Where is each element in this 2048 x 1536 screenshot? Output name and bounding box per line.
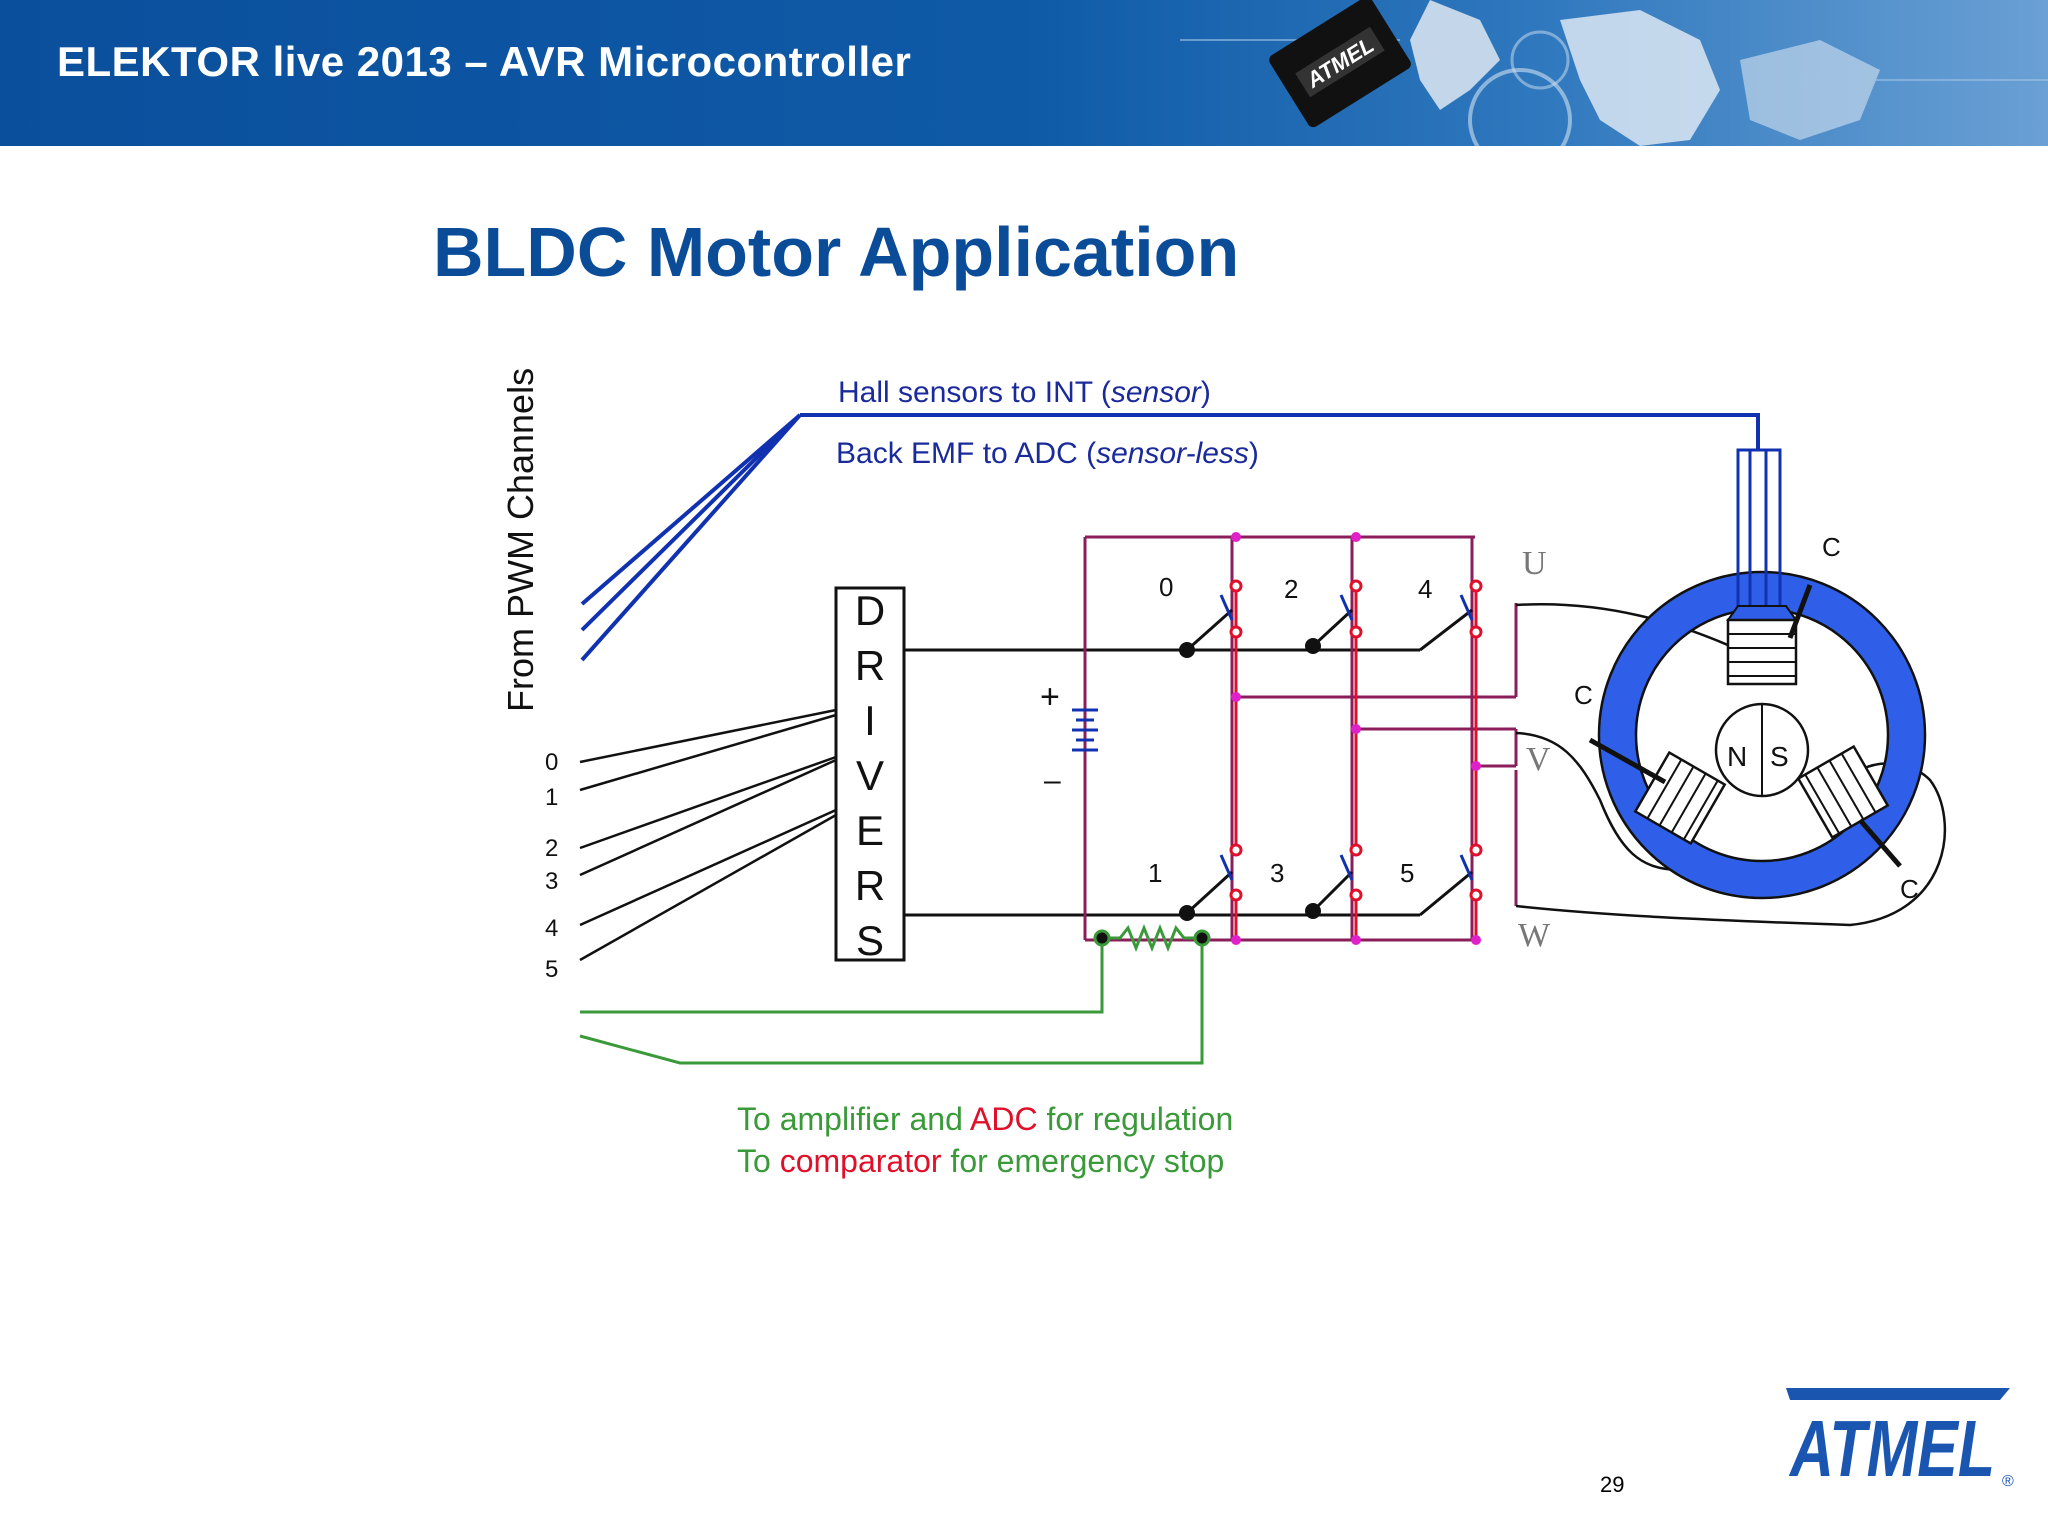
- atmel-registered: ®: [2002, 1473, 2014, 1490]
- battery-minus: –: [1044, 764, 1061, 797]
- switch-contacts: [1229, 579, 1483, 902]
- drivers-letter: R: [855, 862, 885, 909]
- switch-number: 2: [1284, 574, 1298, 604]
- phase-label: W: [1518, 917, 1551, 954]
- back-emf-label: Back EMF to ADC (sensor-less): [836, 437, 1259, 470]
- switch-number: 3: [1270, 858, 1284, 888]
- motor-icon: N S: [1574, 448, 1927, 904]
- pwm-number: 0: [545, 749, 558, 776]
- pwm-number: 3: [545, 868, 558, 895]
- switch-number: 4: [1418, 574, 1432, 604]
- coil-left: [1633, 750, 1727, 846]
- sensor-wires: [580, 413, 1760, 662]
- switch-number: 1: [1148, 858, 1162, 888]
- atmel-logo-text: ATMEL: [1788, 1404, 1995, 1493]
- pwm-number: 1: [545, 784, 558, 811]
- green-label-2: To comparator for emergency stop: [737, 1143, 1224, 1179]
- sense-wires: [579, 945, 1204, 1065]
- atmel-logo: ATMEL ®: [1786, 1388, 2014, 1493]
- junction-dots: [1231, 532, 1481, 945]
- hall-sensors-label: Hall sensors to INT (sensor): [838, 376, 1211, 409]
- chip-icon: ATMEL: [1269, 0, 1411, 128]
- drivers-letter: S: [856, 917, 884, 964]
- coil-label: C: [1900, 874, 1919, 904]
- switch-number: 0: [1159, 572, 1173, 602]
- coil-label: C: [1822, 532, 1841, 562]
- drivers-letter: R: [855, 642, 885, 689]
- shunt-resistor: [1093, 923, 1211, 953]
- drivers-box: [834, 586, 906, 962]
- rotor-n: N: [1727, 741, 1747, 772]
- rotor-s: S: [1770, 741, 1789, 772]
- pwm-number: 2: [545, 835, 558, 862]
- header-title: ELEKTOR live 2013 – AVR Microcontroller: [57, 38, 912, 85]
- slide-title: BLDC Motor Application: [433, 213, 1240, 291]
- switch-number: 5: [1400, 858, 1414, 888]
- drive-buses: [904, 648, 1420, 917]
- pwm-number: 4: [545, 915, 558, 942]
- green-label-1: To amplifier and ADC for regulation: [737, 1101, 1233, 1137]
- drivers-letter: V: [856, 752, 884, 799]
- coil-label: C: [1574, 680, 1593, 710]
- battery-icon: + –: [1040, 678, 1098, 797]
- page-number: 29: [1600, 1472, 1625, 1497]
- header-decoration: ATMEL: [1180, 0, 2048, 146]
- drivers-letter: I: [864, 697, 876, 744]
- battery-plus: +: [1040, 678, 1060, 716]
- switch-blades: [1185, 608, 1473, 917]
- phase-label: U: [1522, 545, 1547, 582]
- coil-top: [1726, 584, 1813, 686]
- drivers-letter: D: [855, 587, 885, 634]
- pwm-wires: [579, 708, 837, 962]
- pwm-channels-label: From PWM Channels: [500, 368, 541, 712]
- header-banner: ATMEL ELEKTOR live 2013 – AVR Microcontr…: [0, 0, 2048, 146]
- pwm-number: 5: [545, 956, 558, 983]
- drivers-letter: E: [856, 807, 884, 854]
- phase-labels: U V W: [1518, 545, 1551, 954]
- phase-label: V: [1526, 741, 1551, 778]
- pwm-number-list: 0 1 2 3 4 5: [545, 749, 558, 983]
- switch-numbers: 0 2 4 1 3 5: [1148, 572, 1432, 888]
- switch-actuators: [1219, 594, 1474, 881]
- drivers-letters: D R I V E R S: [855, 587, 885, 964]
